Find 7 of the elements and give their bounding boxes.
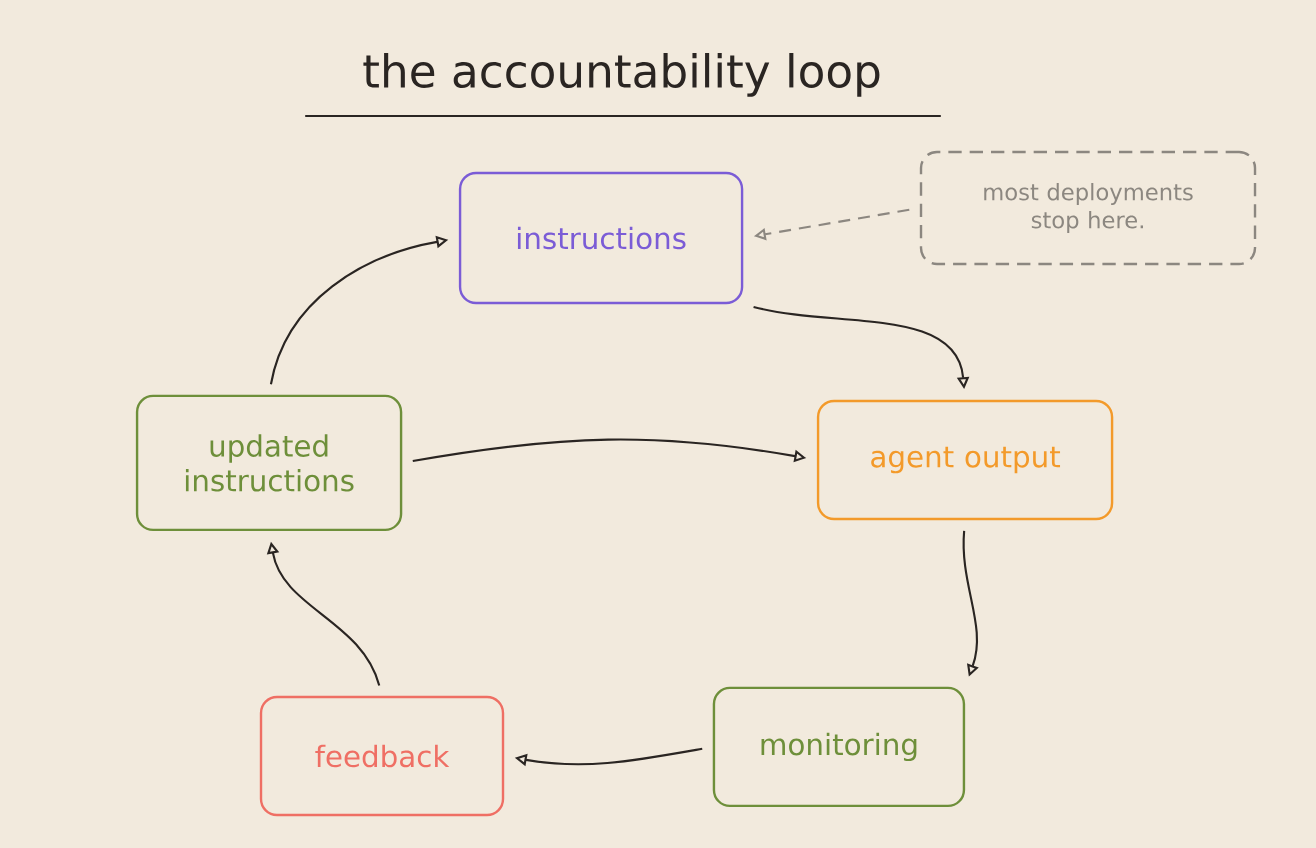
process-box: instructions [458,171,744,305]
title: the accountability loop [363,53,880,97]
process-box: monitoring [712,686,966,808]
process-box: agent output [816,399,1114,521]
process-box: feedback [259,695,505,817]
note-box: most deployments stop here. [919,150,1257,266]
process-box: updated instructions [135,394,403,532]
